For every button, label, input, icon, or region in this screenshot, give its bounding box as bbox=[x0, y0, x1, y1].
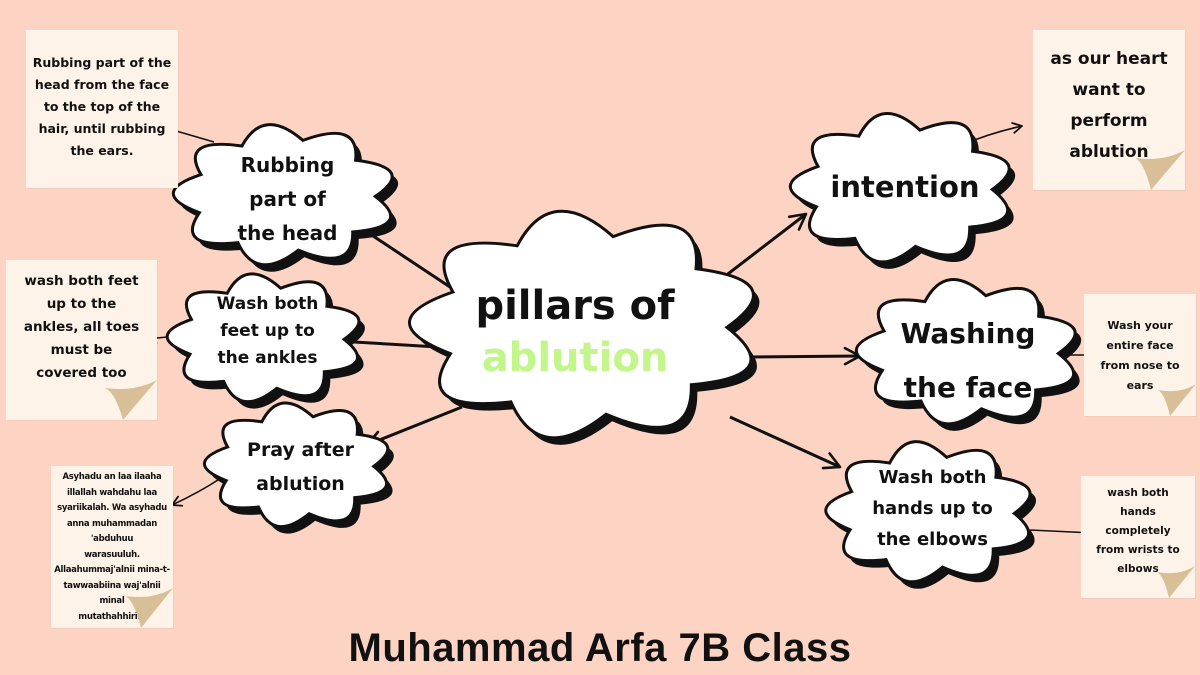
note-line: syariikalah. Wa asyhadu bbox=[57, 503, 167, 513]
note-line: want to bbox=[1072, 80, 1146, 100]
center-title-line1: pillars of bbox=[475, 283, 675, 329]
node-cloud-intention bbox=[788, 112, 1016, 269]
center-cloud bbox=[408, 209, 760, 445]
node-cloud-wash-feet bbox=[165, 272, 365, 409]
note-line: to the top of the bbox=[43, 99, 161, 114]
note-text: wash both hands completely from wrists to el… bbox=[1081, 484, 1195, 579]
node-label-line: feet up to bbox=[220, 321, 315, 341]
cloud-body bbox=[408, 209, 755, 440]
note-line: illallah wahdahu laa bbox=[67, 487, 157, 498]
node-label-line: Washing bbox=[900, 317, 1036, 350]
node-label-line: ablution bbox=[256, 473, 345, 495]
note-washing-face: Wash your entire face from nose to ears bbox=[1084, 294, 1196, 416]
node-label-line: part of bbox=[249, 187, 326, 211]
node-label-line: hands up to bbox=[872, 498, 993, 519]
note-wash-hands: wash both hands completely from wrists to el… bbox=[1081, 476, 1195, 598]
note-line: Wash your bbox=[1107, 319, 1173, 332]
note-line: Allaahummaj'alnii mina-t- bbox=[54, 565, 170, 575]
author-footer: Muhammad Arfa 7B Class bbox=[348, 626, 852, 670]
note-pray-after: Asyhadu an laa ilaaha illallah wahdahu la… bbox=[51, 466, 173, 628]
note-text: as our heart want to perform ablution bbox=[1033, 44, 1185, 168]
connector-wash-hands bbox=[729, 415, 842, 470]
note-text: Rubbing part of the head from the face to … bbox=[26, 52, 178, 162]
node-cloud-rubbing-head bbox=[171, 123, 399, 272]
note-line: ears bbox=[1126, 379, 1154, 392]
note-text: wash both feet up to the ankles, all toes m… bbox=[6, 270, 157, 385]
node-label-line: Wash both bbox=[878, 467, 987, 488]
node-wash-hands-label: Wash both hands up to the elbows bbox=[845, 462, 1020, 555]
note-fold bbox=[1158, 384, 1196, 416]
note-line: from nose to bbox=[1100, 359, 1180, 372]
note-line: the ears. bbox=[70, 143, 134, 158]
note-line: Rubbing part of the bbox=[32, 55, 172, 70]
note-line: hands bbox=[1120, 506, 1156, 518]
note-fold bbox=[125, 588, 173, 628]
connector-washing-face bbox=[749, 346, 862, 366]
note-line: completely bbox=[1105, 525, 1171, 537]
note-line: tawwaabiina waj'alnii minal bbox=[63, 580, 161, 607]
note-line: mutathahhiriin bbox=[78, 611, 146, 622]
note-line: anna muhammadan 'abduhuu bbox=[66, 518, 158, 545]
note-text: Asyhadu an laa ilaaha illallah wahdahu la… bbox=[51, 470, 173, 625]
note-fold bbox=[105, 380, 157, 420]
cloud-body bbox=[203, 401, 390, 529]
note-wash-feet: wash both feet up to the ankles, all toes m… bbox=[6, 260, 157, 420]
node-cloud-pray-after bbox=[203, 401, 394, 534]
node-label-line: the head bbox=[237, 221, 338, 245]
node-cloud-wash-hands bbox=[824, 440, 1037, 589]
node-label-line: Wash both bbox=[216, 294, 319, 314]
note-intention: as our heart want to perform ablution bbox=[1033, 30, 1185, 190]
cloud-body bbox=[824, 440, 1032, 584]
note-line: ankles, all toes bbox=[23, 319, 140, 335]
note-rubbing-head: Rubbing part of the head from the face to … bbox=[26, 30, 178, 188]
node-label-line: Pray after bbox=[247, 439, 354, 461]
node-label-line: Rubbing bbox=[240, 153, 335, 177]
node-cloud-washing-face bbox=[854, 278, 1082, 431]
node-label-line: the ankles bbox=[217, 348, 318, 368]
center-title: pillars of ablution bbox=[440, 280, 710, 384]
cloud-body bbox=[854, 278, 1077, 426]
note-line: elbows bbox=[1117, 563, 1159, 575]
note-line: hair, until rubbing bbox=[38, 121, 166, 136]
node-label-line: intention bbox=[830, 170, 980, 204]
note-fold bbox=[1135, 150, 1185, 190]
connector-pray-after bbox=[365, 405, 463, 449]
cloud-body bbox=[171, 123, 394, 267]
note-line: head from the face bbox=[34, 77, 170, 92]
cloud-body bbox=[165, 272, 361, 404]
node-washing-face-label: Washing the face bbox=[868, 307, 1068, 415]
note-line: ablution bbox=[1069, 142, 1149, 162]
note-line: wash both bbox=[1107, 487, 1169, 499]
note-line: must be bbox=[50, 342, 113, 358]
node-intention-label: intention bbox=[805, 167, 1005, 207]
note-line: from wrists to bbox=[1096, 544, 1180, 556]
cloud-body bbox=[788, 112, 1011, 264]
note-line: wash both feet bbox=[24, 273, 139, 289]
note-line: Asyhadu an laa ilaaha bbox=[62, 472, 162, 482]
note-line: up to the bbox=[46, 296, 117, 312]
note-line: entire face bbox=[1106, 339, 1174, 352]
note-line: warasuuluh. bbox=[84, 549, 140, 560]
note-text: Wash your entire face from nose to ears bbox=[1084, 316, 1196, 396]
note-line: as our heart bbox=[1050, 49, 1168, 69]
note-line: covered too bbox=[36, 365, 127, 381]
node-rubbing-head-label: Rubbing part of the head bbox=[205, 148, 370, 250]
center-title-line2: ablution bbox=[481, 335, 669, 381]
node-wash-feet-label: Wash both feet up to the ankles bbox=[185, 291, 350, 372]
note-line: perform bbox=[1070, 111, 1148, 131]
note-arrow-pray-after bbox=[171, 477, 222, 507]
node-label-line: the elbows bbox=[877, 529, 988, 550]
note-fold bbox=[1157, 566, 1195, 598]
node-pray-after-label: Pray after ablution bbox=[218, 433, 383, 501]
node-label-line: the face bbox=[903, 371, 1033, 404]
